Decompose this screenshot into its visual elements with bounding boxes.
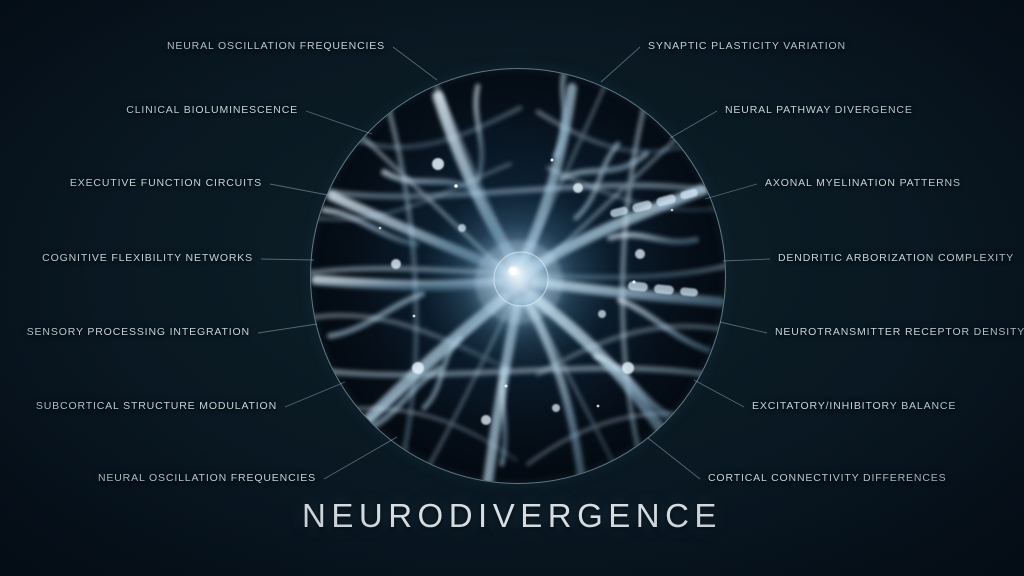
label-synaptic-plasticity-variation-right-0: SYNAPTIC PLASTICITY VARIATION [648,40,846,52]
label-neurotransmitter-receptor-density-right-4: NEUROTRANSMITTER RECEPTOR DENSITY [775,326,1024,338]
label-clinical-bioluminescence-left-1: CLINICAL BIOLUMINESCENCE [126,104,298,116]
label-sensory-processing-integration-left-4: SENSORY PROCESSING INTEGRATION [26,326,250,338]
label-neural-pathway-divergence-right-1: NEURAL PATHWAY DIVERGENCE [725,104,913,116]
leader-line [257,323,318,334]
label-subcortical-structure-modulation-left-5: SUBCORTICAL STRUCTURE MODULATION [35,400,277,412]
label-neural-oscillation-frequencies-left-6: NEURAL OSCILLATION FREQUENCIES [97,472,316,484]
label-cortical-connectivity-differences-right-6: CORTICAL CONNECTIVITY DIFFERENCES [708,472,947,484]
label-neural-oscillation-frequencies-left-0: NEURAL OSCILLATION FREQUENCIES [166,40,385,52]
label-axonal-myelination-patterns-right-2: AXONAL MYELINATION PATTERNS [765,177,961,189]
leader-line [722,258,771,262]
neuron-circle [310,68,726,484]
page-title: NEURODIVERGENCE [302,497,722,534]
leader-line [260,258,315,261]
label-executive-function-circuits-left-2: EXECUTIVE FUNCTION CIRCUITS [69,177,262,189]
label-excitatory-inhibitory-balance-right-5: EXCITATORY/INHIBITORY BALANCE [752,400,957,412]
label-cognitive-flexibility-networks-left-3: COGNITIVE FLEXIBILITY NETWORKS [42,252,253,264]
leader-line [719,321,768,334]
label-dendritic-arborization-complexity-right-3: DENDRITIC ARBORIZATION COMPLEXITY [778,252,1015,264]
neuron-illustration [311,69,725,483]
